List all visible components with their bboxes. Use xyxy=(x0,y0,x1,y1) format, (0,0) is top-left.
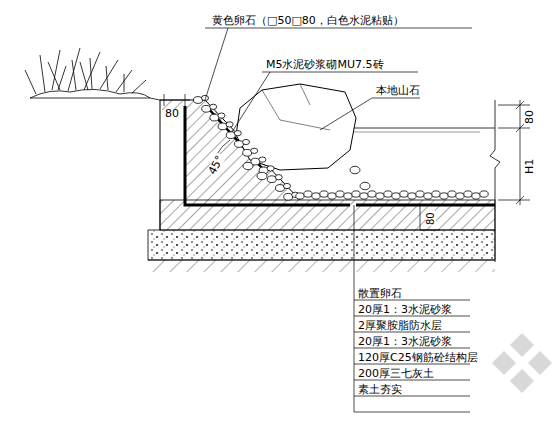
layer-label: 20厚1：3水泥砂浆 xyxy=(358,336,452,347)
dimension: 80 xyxy=(426,211,436,226)
material-note: 黄色卵石（□50□80，白色水泥粘贴） xyxy=(212,15,404,26)
dimension: 80 xyxy=(165,108,179,119)
dimension: 80 xyxy=(524,109,535,125)
dimension: H1 xyxy=(524,158,535,175)
layer-label: 素土夯实 xyxy=(358,384,402,395)
material-note: M5水泥砂浆砌MU7.5砖 xyxy=(266,59,384,70)
dimension-lines xyxy=(160,94,530,230)
layer-label: 2厚聚胺脂防水层 xyxy=(358,320,442,331)
layer-label: 散置卵石 xyxy=(358,288,402,299)
material-note: 本地山石 xyxy=(376,85,420,96)
watermark-logo xyxy=(492,333,552,393)
layer-label: 20厚1：3水泥砂浆 xyxy=(358,304,452,315)
layer-label: 120厚C25钢筋砼结构层 xyxy=(358,352,478,363)
layer-label: 200厚三七灰土 xyxy=(358,368,434,379)
pebbles xyxy=(194,95,489,200)
grass xyxy=(25,48,150,98)
